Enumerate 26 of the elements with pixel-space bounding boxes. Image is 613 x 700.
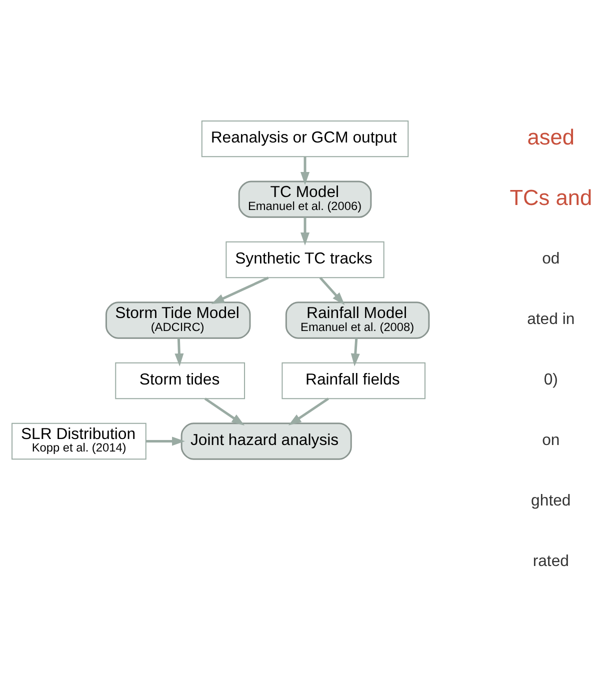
label: rated: [532, 552, 569, 570]
arrow: [350, 338, 360, 366]
node-box: Synthetic TC tracks: [226, 240, 384, 278]
label: ated in: [527, 310, 575, 328]
arrow: [174, 338, 184, 366]
arrow: [300, 216, 310, 245]
node-box: Storm tides: [115, 362, 246, 399]
label: TCs and: [510, 184, 592, 210]
node-box: Reanalysis or GCM output: [201, 120, 409, 157]
node-box: Joint hazard analysis: [180, 422, 352, 460]
node-box: TC Model Emanuel et al. (2006): [238, 180, 372, 218]
arrow: [146, 436, 185, 446]
label: od: [542, 250, 560, 268]
label: ghted: [531, 492, 571, 509]
label: 0): [544, 371, 558, 388]
arrow: [204, 397, 245, 425]
node-box: Rainfall fields: [282, 362, 426, 399]
node-box: SLR Distribution Kopp et al. (2014): [12, 422, 146, 460]
node-box: Storm Tide Model (ADCIRC): [105, 301, 251, 338]
arrow: [300, 156, 310, 184]
node-box: Rainfall Model Emanuel et al. (2008): [285, 301, 430, 338]
arrow: [211, 276, 269, 304]
label: on: [542, 431, 560, 448]
label: ased: [527, 124, 575, 149]
arrow: [288, 397, 330, 425]
arrow: [319, 276, 345, 304]
